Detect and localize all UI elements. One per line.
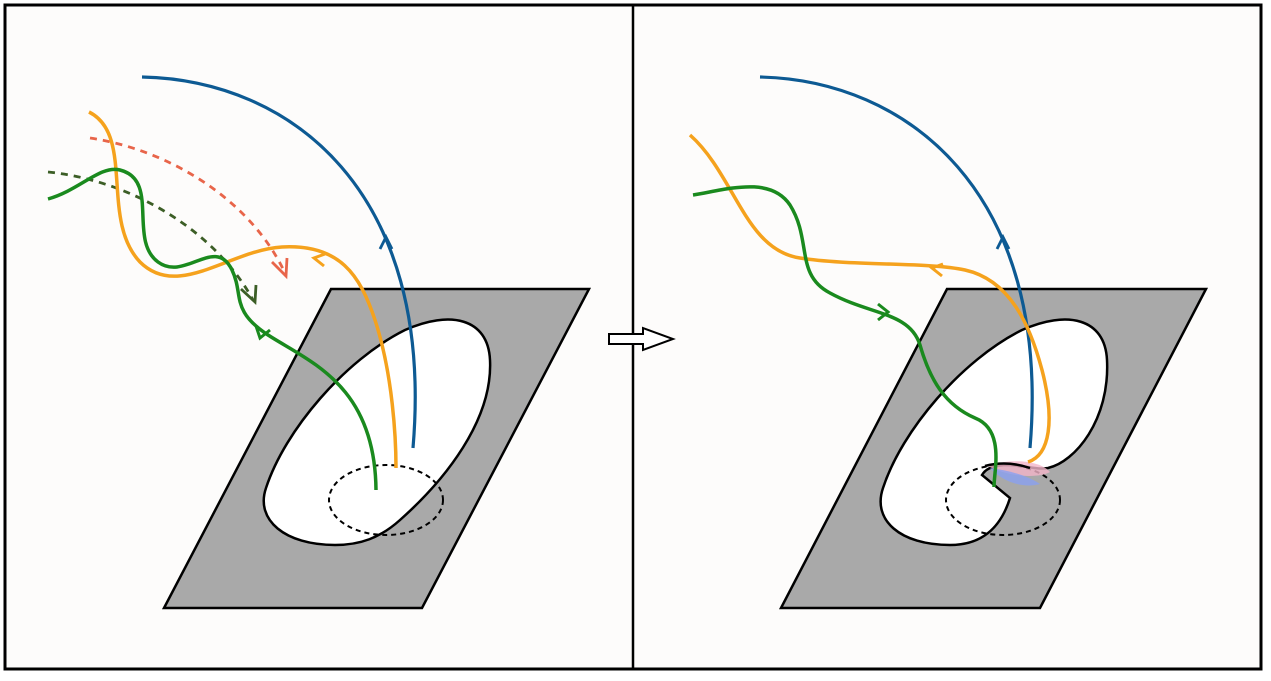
blue-field-line-before: [141, 75, 417, 449]
orange-field-line-after: [688, 133, 1051, 464]
footpoint-circle-before: [328, 464, 444, 536]
hole-before: [262, 318, 492, 547]
orange-arrowhead-before: [310, 252, 326, 268]
orange-field-line-before: [88, 110, 398, 469]
green-field-line-before: [47, 167, 378, 491]
red-dashed-arrowhead-before: [271, 257, 289, 280]
red-dashed-arrow-before: [89, 136, 286, 272]
panel-after: [688, 75, 1209, 610]
transition-arrow-icon: [608, 326, 676, 352]
darkgreen-dashed-arrow-before: [47, 170, 255, 301]
darkgreen-dashed-arrowhead-before: [240, 284, 258, 306]
green-arrowhead-before: [254, 325, 271, 341]
blue-arrowhead-before: [378, 233, 394, 250]
blue-arrowhead-after: [995, 233, 1011, 250]
hole-after: [879, 318, 1109, 547]
green-arrowhead-after: [877, 302, 891, 322]
green-field-line-after: [692, 185, 998, 488]
reconnection-edge: [984, 462, 1031, 470]
panel-before: [47, 75, 592, 610]
blue-field-line-after: [759, 75, 1034, 449]
orange-arrowhead-after: [928, 262, 944, 278]
reconnection-region-blue: [990, 468, 1040, 486]
